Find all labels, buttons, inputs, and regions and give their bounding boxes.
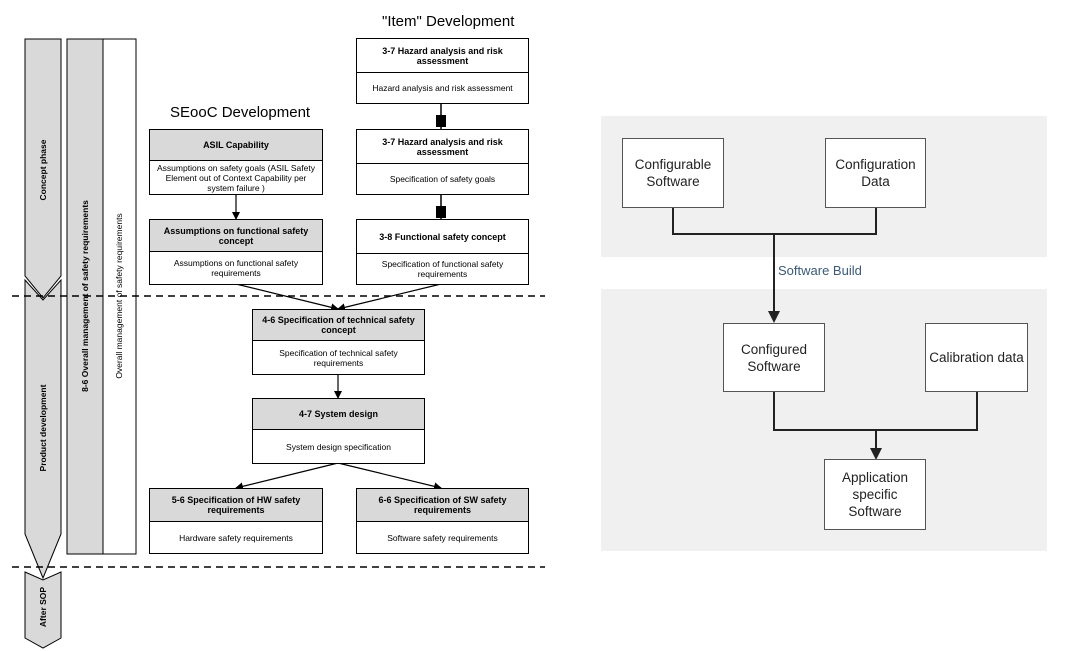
- technical-safety-concept-header: 4-6 Specification of technical safety co…: [253, 310, 424, 341]
- system-design-body: System design specification: [286, 441, 391, 452]
- seooc-development-title: SEooC Development: [170, 104, 311, 121]
- hara-box-1: 3-7 Hazard analysis and risk assessment …: [356, 38, 529, 104]
- hara-box-1-body: Hazard analysis and risk assessment: [372, 83, 513, 93]
- asil-capability-header: ASIL Capability: [150, 130, 322, 161]
- functional-safety-concept-box: 3-8 Functional safety concept Specificat…: [356, 219, 529, 285]
- hw-safety-requirements-box: 5-6 Specification of HW safety requireme…: [149, 488, 323, 554]
- hw-safety-requirements-body: Hardware safety requirements: [179, 532, 293, 543]
- after-sop-arrow: [24, 571, 62, 649]
- configuration-data-box: Configuration Data: [825, 138, 926, 208]
- functional-safety-concept-body: Specification of functional safety requi…: [381, 259, 504, 279]
- software-build-label: Software Build: [778, 263, 862, 278]
- assumptions-fsc-header: Assumptions on functional safety concept: [150, 220, 322, 252]
- sw-safety-requirements-body: Software safety requirements: [387, 532, 498, 543]
- hara-box-1-header: 3-7 Hazard analysis and risk assessment: [357, 39, 528, 73]
- application-specific-software-box: Application specific Software: [824, 459, 926, 530]
- calibration-data-box: Calibration data: [925, 323, 1028, 392]
- hara-box-2-header: 3-7 Hazard analysis and risk assessment: [357, 130, 528, 164]
- product-phase-arrow: [24, 278, 62, 580]
- item-development-title: "Item" Development: [382, 13, 515, 30]
- functional-safety-concept-header: 3-8 Functional safety concept: [357, 220, 528, 254]
- configurable-software-box: Configurable Software: [622, 138, 724, 208]
- hara-box-2: 3-7 Hazard analysis and risk assessment …: [356, 129, 529, 195]
- sw-safety-requirements-box: 6-6 Specification of SW safety requireme…: [356, 488, 529, 554]
- system-design-header: 4-7 System design: [253, 399, 424, 430]
- concept-phase-arrow: [24, 38, 62, 299]
- configured-software-box: Configured Software: [723, 323, 825, 392]
- hara-box-2-body: Specification of safety goals: [389, 174, 496, 184]
- assumptions-fsc-body: Assumptions on functional safety require…: [173, 258, 299, 278]
- sw-safety-requirements-header: 6-6 Specification of SW safety requireme…: [357, 489, 528, 522]
- hw-safety-requirements-header: 5-6 Specification of HW safety requireme…: [150, 489, 322, 522]
- technical-safety-concept-box: 4-6 Specification of technical safety co…: [252, 309, 425, 375]
- technical-safety-concept-body: Specification of technical safety requir…: [279, 347, 398, 368]
- asil-capability-body: Assumptions on safety goals (ASIL Safety…: [157, 162, 315, 193]
- assumptions-fsc-box: Assumptions on functional safety concept…: [149, 219, 323, 285]
- system-design-box: 4-7 System design System design specific…: [252, 398, 425, 464]
- asil-capability-box: ASIL Capability Assumptions on safety go…: [149, 129, 323, 195]
